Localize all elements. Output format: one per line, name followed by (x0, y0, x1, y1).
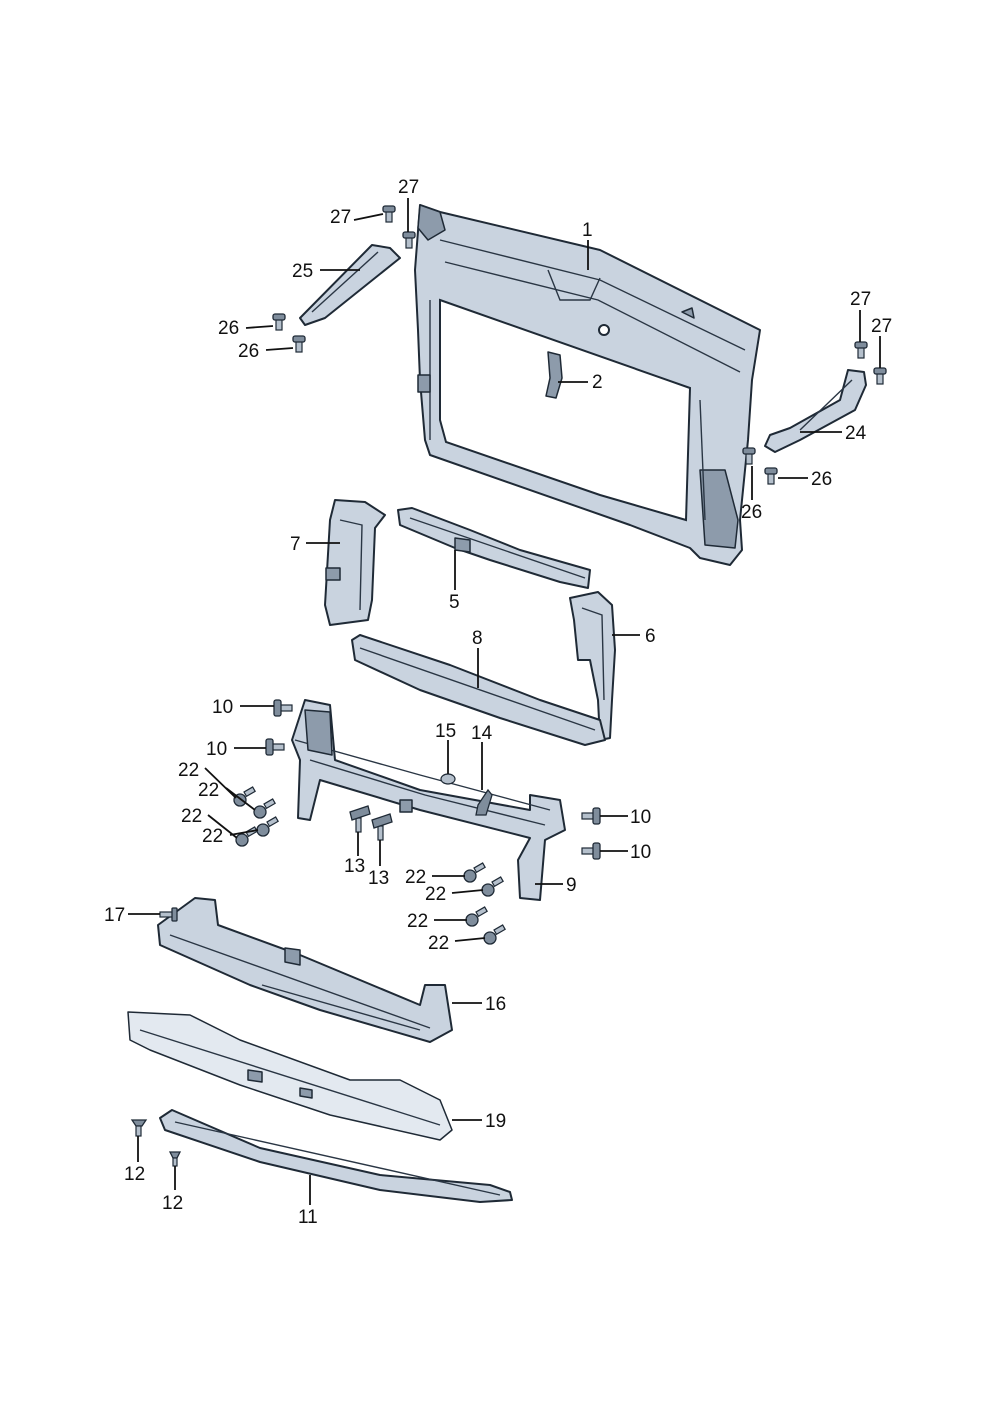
callout-1: 1 (582, 220, 593, 241)
part-24-right-strut (764, 369, 867, 453)
bolt-icon (483, 924, 506, 945)
plug-icon (440, 773, 456, 785)
bolt-icon (265, 738, 285, 756)
screw-icon (349, 805, 371, 833)
clip-icon (168, 1151, 182, 1167)
screw-icon (371, 813, 393, 841)
screw-icon (873, 367, 887, 385)
callout-16: 16 (485, 994, 506, 1015)
callout-17: 17 (104, 905, 125, 926)
callout-19: 19 (485, 1111, 506, 1132)
bolt-icon (273, 699, 293, 717)
callout-22-g: 22 (407, 911, 428, 932)
callout-26-a: 26 (218, 318, 239, 339)
bolt-icon (253, 798, 276, 819)
part-19-foam-absorber (127, 1011, 453, 1141)
part-16-impact-absorber (157, 897, 453, 1043)
callout-12-b: 12 (162, 1193, 183, 1214)
part-9-bumper-carrier (291, 699, 566, 901)
part-5-upper-air-guide (397, 507, 591, 589)
bolt-icon (463, 862, 486, 883)
callout-labels: 1 2 5 6 7 8 9 10 10 10 10 11 12 12 13 13… (104, 177, 892, 1228)
callout-5: 5 (449, 592, 460, 613)
callout-7: 7 (290, 534, 301, 555)
callout-15: 15 (435, 721, 456, 742)
callout-26-b: 26 (238, 341, 259, 362)
callout-11: 11 (298, 1207, 318, 1228)
clip-icon (130, 1119, 148, 1137)
callout-22-b: 22 (198, 780, 219, 801)
callout-27-a: 27 (330, 207, 351, 228)
part-25-left-strut (299, 244, 401, 326)
callout-10-d: 10 (630, 842, 651, 863)
bolt-icon (581, 807, 601, 825)
callout-25: 25 (292, 261, 313, 282)
callout-22-c: 22 (181, 806, 202, 827)
bolt-icon (581, 842, 601, 860)
part-1-lock-carrier (414, 204, 761, 566)
callout-10-b: 10 (206, 739, 227, 760)
part-8-lower-air-guide (351, 634, 606, 746)
callout-27-d: 27 (871, 316, 892, 337)
callout-26-c: 26 (741, 502, 762, 523)
callout-8: 8 (472, 628, 483, 649)
callout-27-b: 27 (398, 177, 419, 198)
screw-icon (292, 335, 306, 353)
screw-icon (764, 467, 778, 485)
bolt-icon (465, 906, 488, 927)
callout-13-a: 13 (344, 856, 365, 877)
callout-24: 24 (845, 423, 867, 444)
callout-10-a: 10 (212, 697, 233, 718)
callout-22-h: 22 (428, 933, 449, 954)
callout-10-c: 10 (630, 807, 651, 828)
callout-2: 2 (592, 372, 603, 393)
screw-icon (382, 205, 396, 223)
screw-icon (402, 231, 416, 249)
clip-icon (159, 907, 178, 922)
part-11-lower-strip (159, 1109, 513, 1203)
bolt-icon (481, 876, 504, 897)
callout-22-e: 22 (405, 867, 426, 888)
callout-22-f: 22 (425, 884, 446, 905)
callout-9: 9 (566, 875, 577, 896)
fastener-set (130, 205, 887, 1167)
clip-icon (475, 788, 493, 816)
callout-22-d: 22 (202, 826, 223, 847)
bolt-icon (233, 786, 256, 807)
part-2-bracket (545, 351, 563, 399)
callout-27-c: 27 (850, 289, 871, 310)
callout-13-b: 13 (368, 868, 389, 889)
callout-22-a: 22 (178, 760, 199, 781)
screw-icon (742, 447, 756, 465)
part-7-left-air-guide (324, 499, 386, 626)
screw-icon (854, 341, 868, 359)
callout-14: 14 (471, 723, 493, 744)
callout-6: 6 (645, 626, 656, 647)
callout-26-d: 26 (811, 469, 832, 490)
screw-icon (272, 313, 286, 331)
bolt-icon (256, 816, 279, 837)
callout-12-a: 12 (124, 1164, 145, 1185)
leader-lines (128, 198, 881, 1205)
